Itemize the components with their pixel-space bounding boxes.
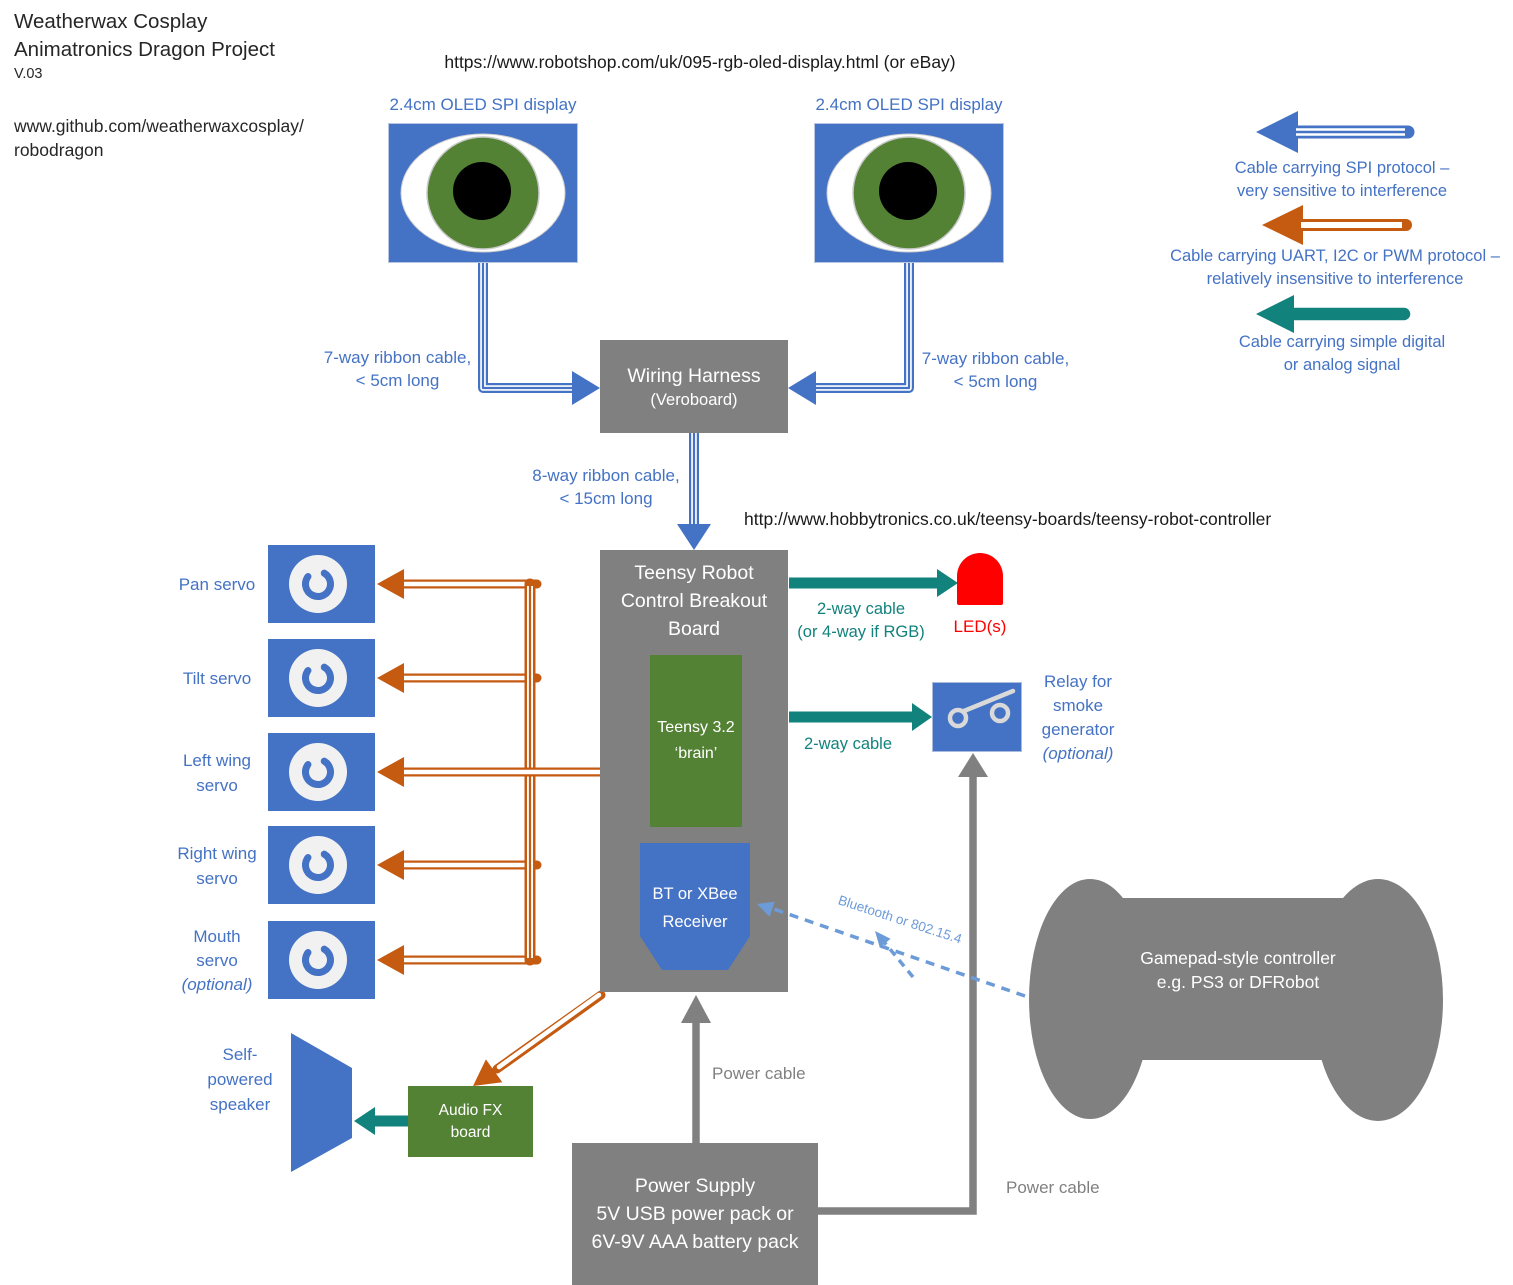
servo-icon: [289, 743, 347, 801]
teensy-board-box: Teensy Robot Control Breakout Board Teen…: [600, 550, 788, 992]
header: Weatherwax Cosplay Animatronics Dragon P…: [14, 8, 354, 162]
servo-icon: [289, 836, 347, 894]
legend-spi: Cable carrying SPI protocol – very sensi…: [1234, 159, 1450, 200]
audio-fx-box: Audio FX board: [408, 1086, 533, 1157]
oled-display-left: [388, 123, 578, 263]
legend-digital-arrow-icon: [1256, 295, 1411, 333]
power-cable-relay-label: Power cable: [1006, 1178, 1100, 1197]
spi-cable-right-display: [788, 263, 914, 405]
servo-label-right-wing: Right wing servo: [177, 844, 257, 888]
speaker-shape: [291, 1033, 352, 1172]
ribbon8-label: 8-way ribbon cable, < 15cm long: [532, 466, 680, 508]
servo-box-pan: [268, 545, 375, 623]
hobbytronics-url: http://www.hobbytronics.co.uk/teensy-boa…: [744, 509, 1272, 529]
teensy-chip-box: Teensy 3.2 ‘brain’: [650, 655, 742, 827]
ribbon7-right-label: 7-way ribbon cable, < 5cm long: [921, 349, 1070, 391]
servo-label-tilt: Tilt servo: [182, 669, 252, 688]
legend-uart: Cable carrying UART, I2C or PWM protocol…: [1170, 247, 1500, 288]
switch-icon: [947, 688, 1016, 729]
servo-icon: [289, 555, 347, 613]
power-cable-board-label: Power cable: [712, 1064, 806, 1083]
oled-display-right: [814, 123, 1004, 263]
power-cable-relay: [816, 753, 988, 1215]
gamepad-label: Gamepad-style controller e.g. PS3 or DFR…: [1140, 948, 1336, 992]
audio-cable: [473, 990, 606, 1086]
speaker-label: Self- powered speaker: [207, 1045, 273, 1114]
servo-box-tilt: [268, 639, 375, 717]
legend-digital: Cable carrying simple digital or analog …: [1238, 333, 1446, 374]
relay-cable: [789, 703, 932, 731]
robotshop-url: https://www.robotshop.com/uk/095-rgb-ole…: [444, 52, 956, 72]
servo-label-pan: Pan servo: [178, 575, 256, 594]
relay-box: [932, 682, 1022, 752]
servo-label-left-wing: Left wing servo: [182, 751, 252, 795]
wiring-harness-box: Wiring Harness (Veroboard): [600, 340, 788, 433]
led-label: LED(s): [953, 617, 1007, 636]
project-title-line1: Weatherwax Cosplay: [14, 10, 208, 33]
servo-box-mouth: [268, 921, 375, 999]
speaker-cable: [354, 1107, 410, 1135]
oled-left-label: 2.4cm OLED SPI display: [389, 95, 577, 114]
servo-cable-branches: [393, 579, 542, 965]
servo-icon: [289, 649, 347, 707]
servo-cable-arrowheads: [377, 569, 404, 975]
legend-spi-arrow-icon: [1256, 111, 1415, 153]
ribbon7-left-label: 7-way ribbon cable, < 5cm long: [323, 348, 472, 390]
servo-label-mouth: Mouth servo (optional): [181, 927, 253, 994]
eye-icon: [826, 133, 992, 253]
relay-cable-label: 2-way cable: [803, 735, 893, 753]
spi-cable-left-display: [478, 263, 600, 405]
repo-url: www.github.com/weatherwaxcosplay/ robodr…: [14, 116, 304, 160]
power-supply-box: Power Supply 5V USB power pack or 6V-9V …: [572, 1143, 818, 1285]
bluetooth-link: [757, 901, 1026, 998]
bt-receiver-shape: [640, 843, 750, 970]
power-cable-board: [681, 995, 711, 1145]
gamepad-shape: [1029, 879, 1443, 1121]
led-cable-label: 2-way cable (or 4-way if RGB): [797, 600, 925, 641]
eye-icon: [400, 133, 566, 253]
bt-receiver-label: BT or XBee Receiver: [652, 885, 738, 931]
led-icon: [957, 553, 1003, 605]
project-version: V.03: [14, 66, 43, 82]
legend-uart-arrow-icon: [1262, 205, 1412, 245]
project-title-line2: Animatronics Dragon Project: [14, 38, 275, 61]
servo-box-left-wing: [268, 733, 375, 811]
led-cable: [789, 569, 958, 597]
teensy-board-title: Teensy Robot Control Breakout Board: [620, 562, 768, 640]
servo-box-right-wing: [268, 826, 375, 904]
spi-cable-harness-to-board: [677, 433, 711, 550]
oled-right-label: 2.4cm OLED SPI display: [815, 95, 1003, 114]
servo-icon: [289, 931, 347, 989]
relay-label: Relay for smoke generator (optional): [1041, 672, 1115, 763]
